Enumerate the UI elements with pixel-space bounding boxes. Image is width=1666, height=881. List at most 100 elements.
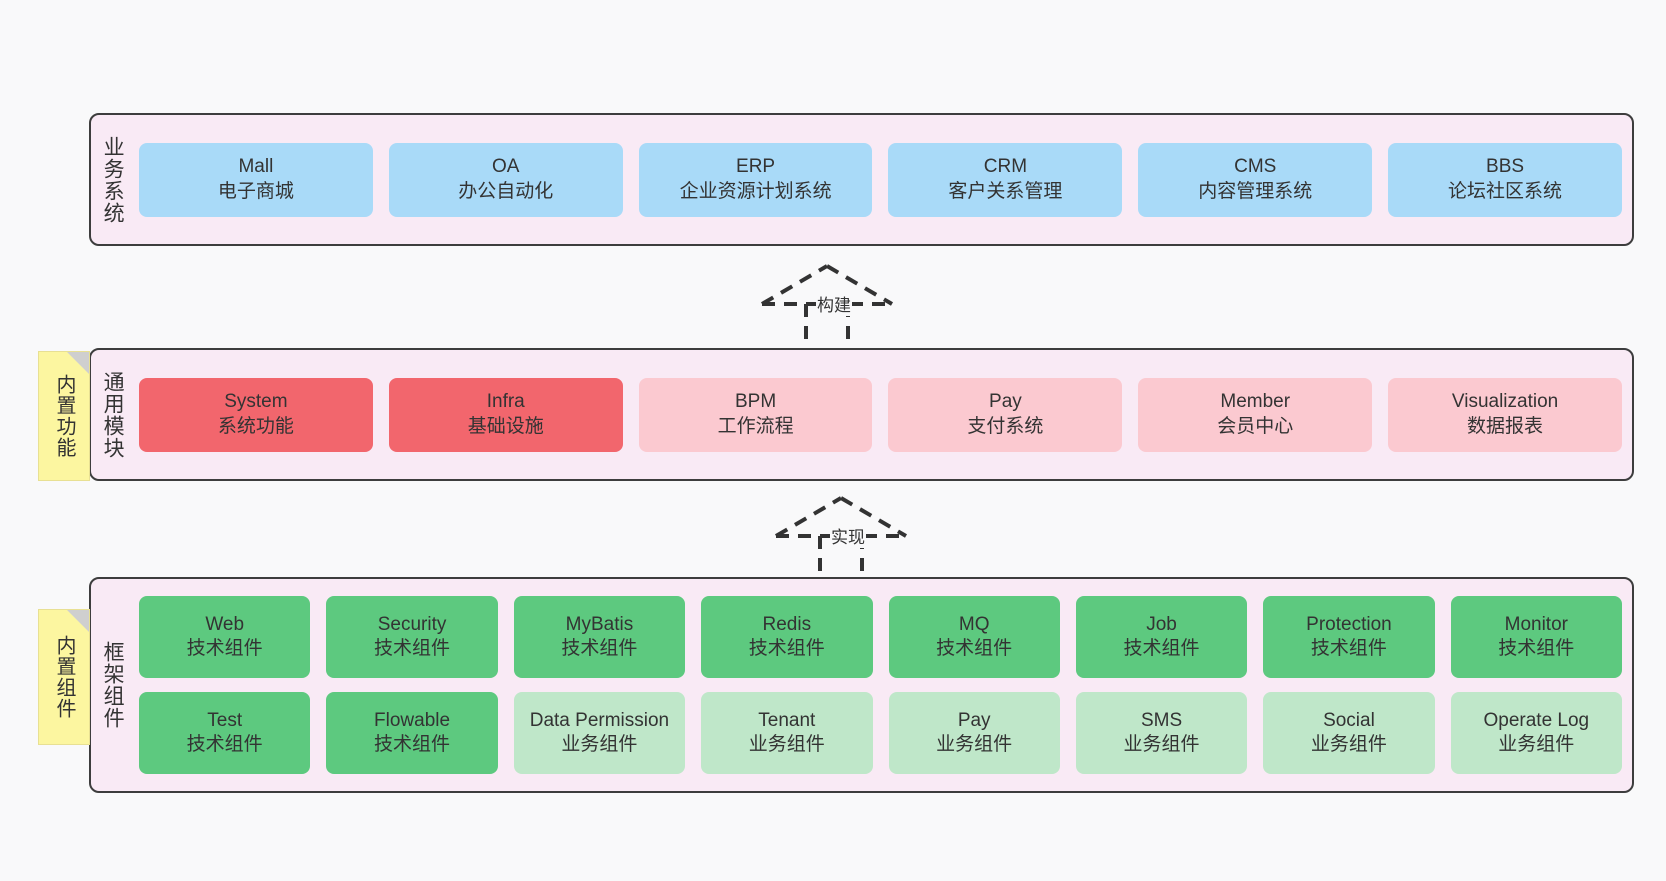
module-card-title: Mall xyxy=(238,156,274,178)
module-card-subtitle: 工作流程 xyxy=(717,415,794,437)
connector-implement-arrow: 实现 xyxy=(766,490,926,580)
module-card-title: Data Permission xyxy=(529,709,670,731)
module-card-bbs[interactable]: BBS 论坛社区系统 xyxy=(1388,142,1622,217)
module-card-job[interactable]: Job 技术组件 xyxy=(1075,596,1248,678)
module-card-title: CMS xyxy=(1234,156,1277,178)
module-card-title: Web xyxy=(205,613,245,635)
module-card-title: ERP xyxy=(736,156,776,178)
layer-row: Web 技术组件 Security 技术组件 MyBatis 技术组件 Redi… xyxy=(139,596,1622,678)
module-card-security[interactable]: Security 技术组件 xyxy=(326,596,498,678)
module-card-tenant[interactable]: Tenant 业务组件 xyxy=(701,692,873,774)
note-fold-icon xyxy=(67,352,89,374)
module-card-subtitle: 支付系统 xyxy=(967,415,1044,437)
module-card-erp[interactable]: ERP 企业资源计划系统 xyxy=(638,142,873,217)
module-card-web[interactable]: Web 技术组件 xyxy=(139,596,311,678)
module-card-test[interactable]: Test 技术组件 xyxy=(139,692,311,774)
module-card-sms[interactable]: SMS 业务组件 xyxy=(1075,692,1248,774)
module-card-subtitle: 业务组件 xyxy=(748,734,825,755)
module-card-title: BBS xyxy=(1486,156,1525,178)
module-card-crm[interactable]: CRM 客户关系管理 xyxy=(888,142,1123,217)
module-card-subtitle: 办公自动化 xyxy=(458,180,554,202)
module-card-mall[interactable]: Mall 电子商城 xyxy=(139,142,373,217)
module-card-operate-log[interactable]: Operate Log 业务组件 xyxy=(1450,692,1622,774)
module-card-title: Monitor xyxy=(1504,613,1568,635)
module-card-title: Visualization xyxy=(1451,391,1559,413)
module-card-title: Job xyxy=(1146,613,1177,635)
module-card-redis[interactable]: Redis 技术组件 xyxy=(701,596,873,678)
module-card-title: Security xyxy=(377,613,447,635)
module-card-title: Infra xyxy=(486,391,525,413)
module-card-subtitle: 业务组件 xyxy=(1310,734,1387,755)
module-card-social[interactable]: Social 业务组件 xyxy=(1263,692,1435,774)
module-card-title: Test xyxy=(207,709,243,731)
module-card-subtitle: 技术组件 xyxy=(186,734,263,755)
module-card-title: MyBatis xyxy=(565,613,634,635)
module-card-title: System xyxy=(224,391,288,413)
layer-body-business: Mall 电子商城 OA 办公自动化 ERP 企业资源计划系统 CRM 客户关系… xyxy=(133,115,1632,244)
module-card-title: MQ xyxy=(958,613,990,635)
module-card-subtitle: 会员中心 xyxy=(1217,415,1294,437)
layer-body-common: System 系统功能 Infra 基础设施 BPM 工作流程 Pay 支付系统… xyxy=(133,350,1632,479)
connector-implement-label: 实现 xyxy=(830,527,866,548)
module-card-title: Pay xyxy=(957,709,991,731)
module-card-mybatis[interactable]: MyBatis 技术组件 xyxy=(513,596,686,678)
module-card-oa[interactable]: OA 办公自动化 xyxy=(388,142,623,217)
module-card-title: Member xyxy=(1220,391,1291,413)
module-card-flowable[interactable]: Flowable 技术组件 xyxy=(326,692,498,774)
module-card-cms[interactable]: CMS 内容管理系统 xyxy=(1138,142,1373,217)
module-card-subtitle: 企业资源计划系统 xyxy=(679,180,832,202)
module-card-title: Social xyxy=(1323,709,1375,731)
module-card-bpm[interactable]: BPM 工作流程 xyxy=(638,377,873,452)
sticky-note-builtin-components: 内置组件 xyxy=(38,609,90,745)
module-card-title: BPM xyxy=(734,391,777,413)
module-card-subtitle: 系统功能 xyxy=(217,415,294,437)
module-card-subtitle: 基础设施 xyxy=(467,415,544,437)
module-card-visualization[interactable]: Visualization 数据报表 xyxy=(1388,377,1622,452)
module-card-protection[interactable]: Protection 技术组件 xyxy=(1263,596,1435,678)
layer-row: Mall 电子商城 OA 办公自动化 ERP 企业资源计划系统 CRM 客户关系… xyxy=(139,142,1622,217)
module-card-title: OA xyxy=(492,156,520,178)
module-card-member[interactable]: Member 会员中心 xyxy=(1138,377,1373,452)
module-card-subtitle: 技术组件 xyxy=(374,734,451,755)
module-card-title: Redis xyxy=(762,613,812,635)
layer-title-framework: 框架组件 xyxy=(101,641,125,729)
layer-title-common: 通用模块 xyxy=(101,370,125,459)
module-card-title: SMS xyxy=(1140,709,1183,731)
module-card-subtitle: 技术组件 xyxy=(748,638,825,659)
sticky-note-builtin-features: 内置功能 xyxy=(38,351,90,481)
module-card-subtitle: 技术组件 xyxy=(186,638,263,659)
module-card-pay[interactable]: Pay 支付系统 xyxy=(888,377,1123,452)
module-card-mq[interactable]: MQ 技术组件 xyxy=(888,596,1060,678)
module-card-pay-component[interactable]: Pay 业务组件 xyxy=(888,692,1060,774)
connector-build-label: 构建 xyxy=(816,295,852,316)
module-card-subtitle: 技术组件 xyxy=(374,638,451,659)
module-card-subtitle: 技术组件 xyxy=(936,638,1013,659)
module-card-subtitle: 技术组件 xyxy=(561,638,638,659)
module-card-title: Tenant xyxy=(758,709,816,731)
module-card-subtitle: 论坛社区系统 xyxy=(1448,180,1563,202)
module-card-subtitle: 技术组件 xyxy=(1498,638,1575,659)
layer-framework-components: 框架组件 Web 技术组件 Security 技术组件 MyBatis 技术组件… xyxy=(89,577,1634,793)
module-card-subtitle: 业务组件 xyxy=(936,734,1013,755)
sticky-note-text: 内置功能 xyxy=(53,374,75,458)
note-fold-icon xyxy=(67,610,89,632)
module-card-data-permission[interactable]: Data Permission 业务组件 xyxy=(513,692,686,774)
module-card-system[interactable]: System 系统功能 xyxy=(139,377,373,452)
layer-business-systems: 业务系统 Mall 电子商城 OA 办公自动化 ERP 企业资源计划系统 CRM… xyxy=(89,113,1634,246)
layer-common-modules: 通用模块 System 系统功能 Infra 基础设施 BPM 工作流程 Pay… xyxy=(89,348,1634,481)
module-card-subtitle: 数据报表 xyxy=(1467,415,1544,437)
module-card-subtitle: 客户关系管理 xyxy=(948,180,1063,202)
module-card-subtitle: 业务组件 xyxy=(561,734,638,755)
module-card-subtitle: 电子商城 xyxy=(217,180,294,202)
module-card-subtitle: 业务组件 xyxy=(1498,734,1575,755)
module-card-monitor[interactable]: Monitor 技术组件 xyxy=(1450,596,1622,678)
connector-build-arrow: 构建 xyxy=(752,258,912,348)
module-card-title: Protection xyxy=(1306,613,1392,635)
module-card-subtitle: 内容管理系统 xyxy=(1198,180,1313,202)
layer-body-framework: Web 技术组件 Security 技术组件 MyBatis 技术组件 Redi… xyxy=(133,579,1632,791)
sticky-note-text: 内置组件 xyxy=(53,635,75,719)
module-card-title: CRM xyxy=(983,156,1028,178)
module-card-infra[interactable]: Infra 基础设施 xyxy=(388,377,623,452)
module-card-subtitle: 技术组件 xyxy=(1310,638,1387,659)
